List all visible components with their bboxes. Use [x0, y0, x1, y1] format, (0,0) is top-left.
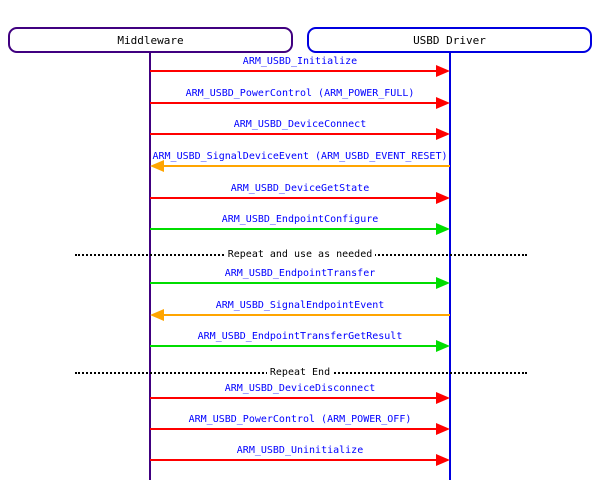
arrowhead-icon — [436, 97, 450, 109]
message-line — [150, 345, 437, 347]
divider-label: Repeat End — [0, 366, 600, 380]
entity-box-0: Middleware — [8, 27, 293, 53]
message-line — [150, 133, 437, 135]
arrowhead-icon — [150, 309, 164, 321]
message-label: ARM_USBD_DeviceGetState — [230, 183, 370, 194]
entity-box-1: USBD Driver — [307, 27, 592, 53]
entity-label-usbd-driver: USBD Driver — [413, 33, 486, 47]
arrowhead-icon — [436, 277, 450, 289]
message-line — [150, 228, 437, 230]
message-label: ARM_USBD_PowerControl (ARM_POWER_FULL) — [185, 88, 415, 99]
arrowhead-icon — [436, 340, 450, 352]
arrowhead-icon — [436, 192, 450, 204]
arrowhead-icon — [436, 423, 450, 435]
divider-label-text: Repeat and use as needed — [224, 249, 376, 260]
message-label: ARM_USBD_SignalDeviceEvent (ARM_USBD_EVE… — [152, 151, 448, 162]
message-label: ARM_USBD_EndpointTransferGetResult — [197, 331, 403, 342]
message-label: ARM_USBD_PowerControl (ARM_POWER_OFF) — [188, 414, 412, 425]
message-line — [150, 102, 437, 104]
message-line — [150, 428, 437, 430]
lifeline-1 — [449, 53, 451, 480]
arrowhead-icon — [436, 65, 450, 77]
message-label: ARM_USBD_DeviceDisconnect — [224, 383, 376, 394]
message-label: ARM_USBD_EndpointTransfer — [224, 268, 376, 279]
lifeline-0 — [149, 53, 151, 480]
message-line — [150, 197, 437, 199]
message-label: ARM_USBD_Initialize — [242, 56, 358, 67]
message-line — [150, 70, 437, 72]
arrowhead-icon — [436, 454, 450, 466]
message-line — [163, 314, 450, 316]
arrowhead-icon — [436, 392, 450, 404]
message-line — [150, 397, 437, 399]
arrowhead-icon — [436, 128, 450, 140]
message-label: ARM_USBD_SignalEndpointEvent — [215, 300, 385, 311]
entity-label-middleware: Middleware — [117, 33, 184, 47]
arrowhead-icon — [436, 223, 450, 235]
message-label: ARM_USBD_EndpointConfigure — [221, 214, 379, 225]
message-label: ARM_USBD_DeviceConnect — [233, 119, 367, 130]
arrowhead-icon — [150, 160, 164, 172]
message-line — [150, 459, 437, 461]
message-line — [163, 165, 450, 167]
message-label: ARM_USBD_Uninitialize — [236, 445, 364, 456]
message-line — [150, 282, 437, 284]
divider-label-text: Repeat End — [266, 367, 334, 378]
divider-label: Repeat and use as needed — [0, 248, 600, 262]
